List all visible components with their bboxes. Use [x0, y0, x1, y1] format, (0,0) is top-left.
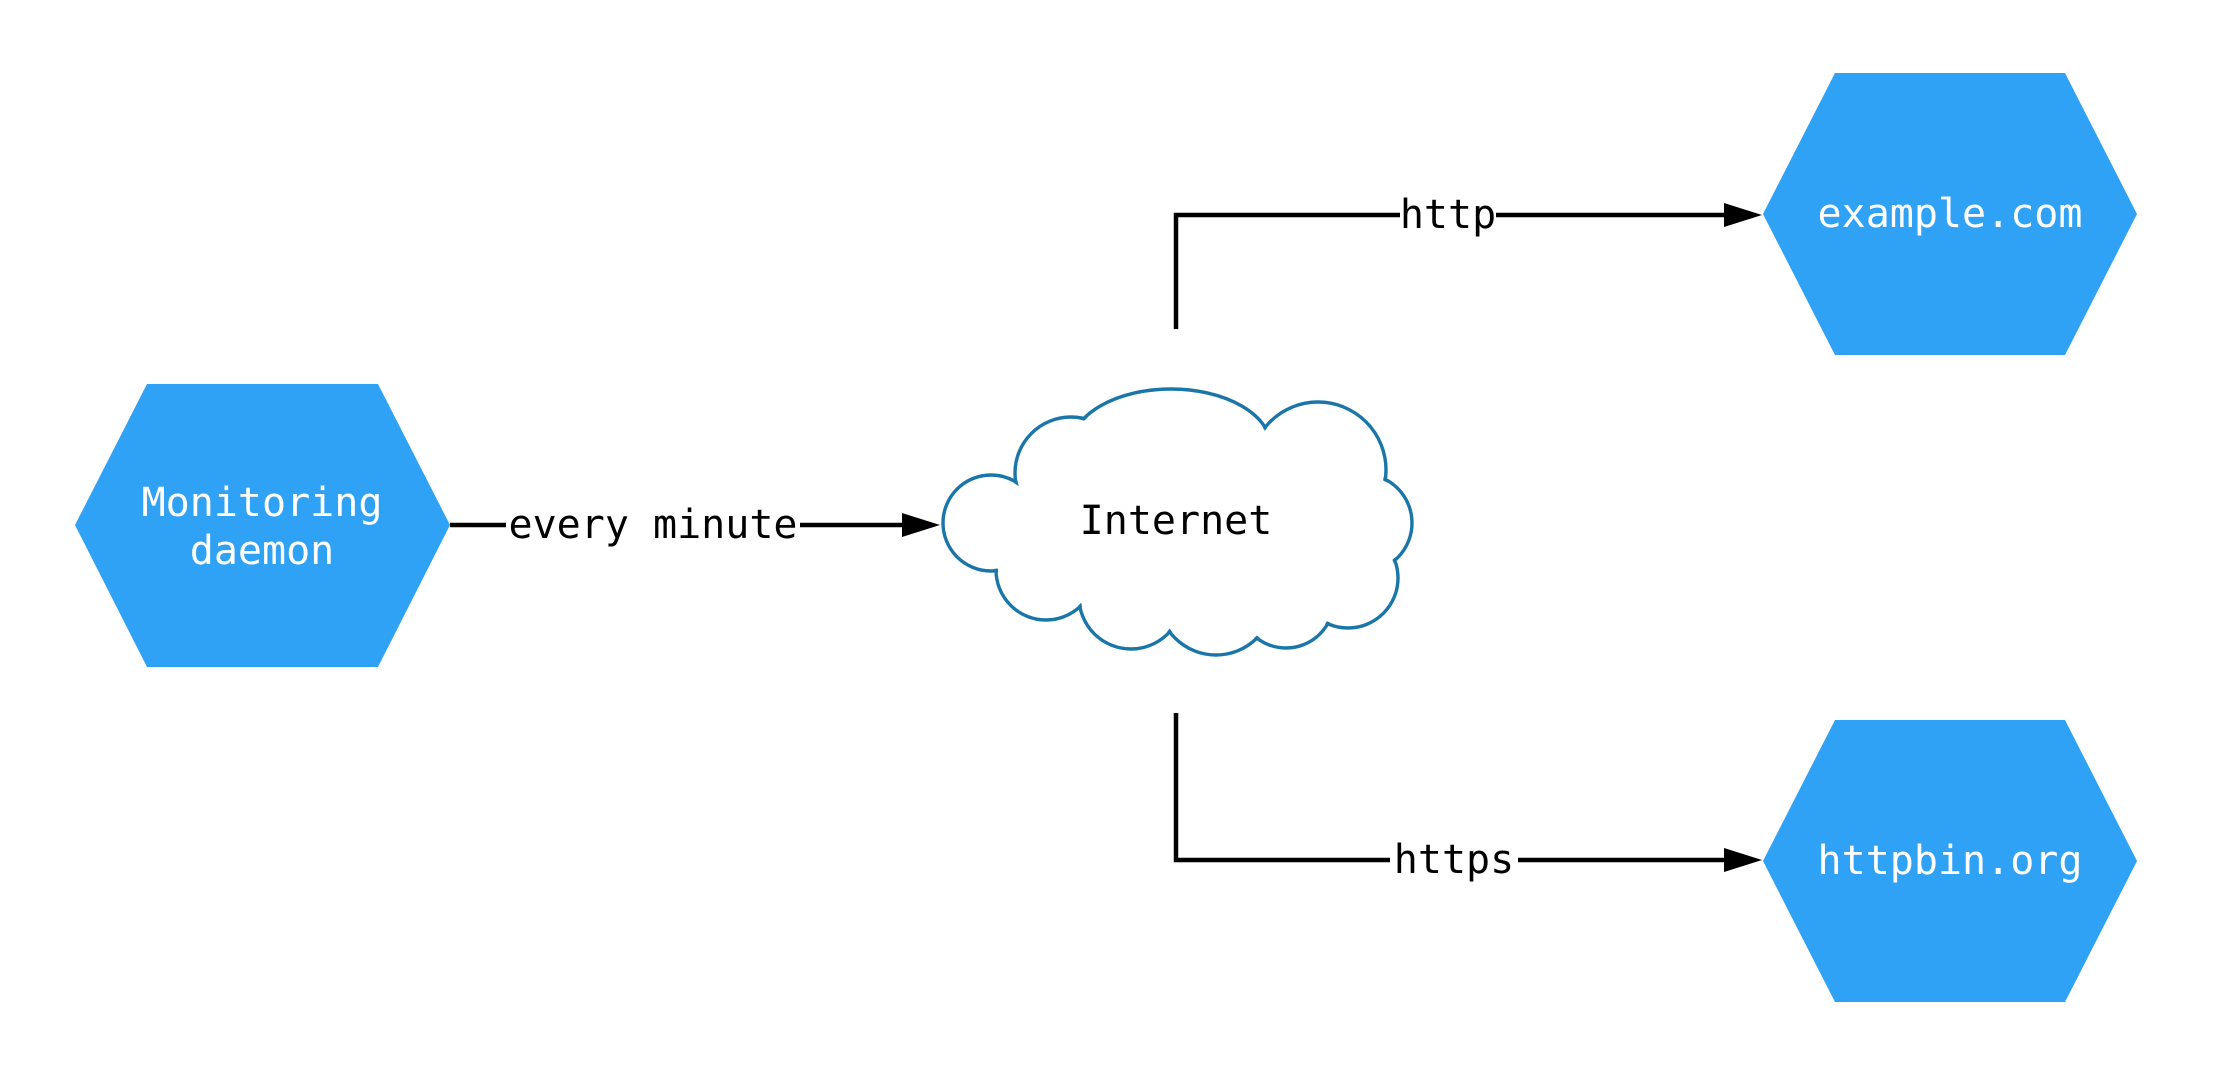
node-label-internet: Internet	[1080, 498, 1273, 544]
edge-line	[1173, 713, 1390, 863]
node-label-daemon: daemon	[190, 528, 335, 574]
arrowhead-icon	[1724, 848, 1762, 872]
edge-internet-to-httpbin: https	[1173, 713, 1762, 883]
node-label-example-com: example.com	[1818, 191, 2083, 237]
edge-label-https: https	[1394, 837, 1514, 883]
arrowhead-icon	[902, 513, 940, 537]
node-label-monitoring: Monitoring	[142, 480, 383, 526]
node-example-com: example.com	[1763, 73, 2137, 355]
edge-label-http: http	[1400, 192, 1496, 238]
hexagon-shape	[1763, 720, 2137, 1002]
node-monitoring-daemon: Monitoring daemon	[75, 384, 450, 667]
edge-label-every-minute: every minute	[509, 502, 798, 548]
node-label-httpbin-org: httpbin.org	[1818, 838, 2083, 884]
node-httpbin-org: httpbin.org	[1763, 720, 2137, 1002]
hexagon-shape	[1763, 73, 2137, 355]
edge-internet-to-example: http	[1173, 192, 1762, 329]
node-internet	[941, 387, 1414, 657]
cloud-shape-fill	[945, 391, 1410, 653]
edge-monitoring-to-internet: every minute	[450, 502, 940, 548]
arrowhead-icon	[1724, 203, 1762, 227]
edge-line	[1173, 212, 1400, 329]
hexagon-shape	[75, 384, 450, 667]
cloud-filler	[1021, 430, 1341, 620]
